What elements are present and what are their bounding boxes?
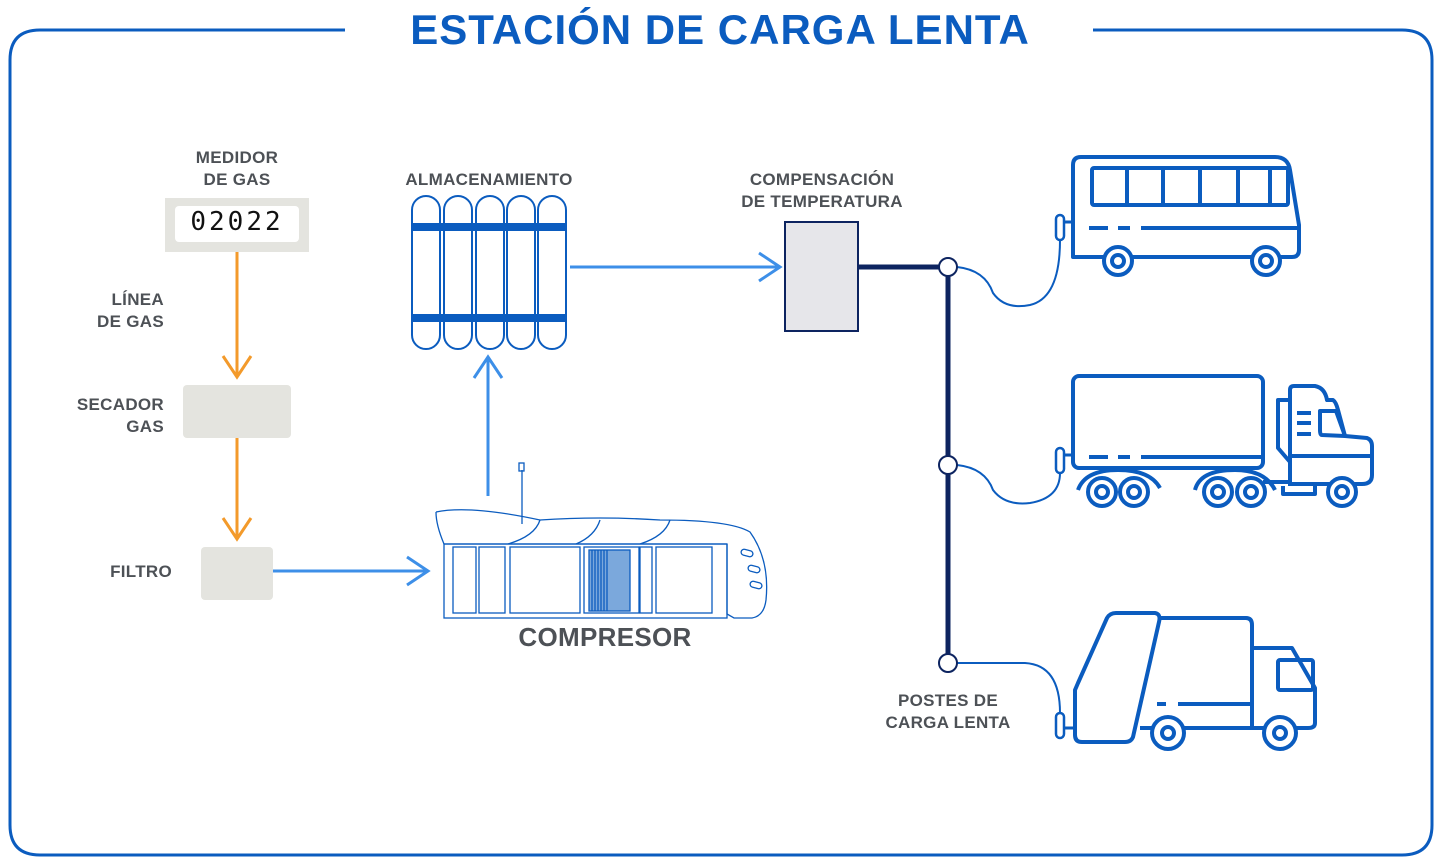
gas-line — [221, 252, 253, 542]
gas-meter — [165, 198, 309, 252]
charging-posts-label: POSTES DE CARGA LENTA — [885, 690, 1010, 734]
meter-reading: 02022 — [190, 207, 284, 237]
gas-line-label-line1: LÍNEA — [111, 290, 164, 309]
dryer-label: SECADOR GAS — [77, 394, 164, 438]
temperature-compensation-box — [784, 221, 859, 332]
flow-arrows — [273, 251, 783, 587]
compressor-icon — [435, 462, 768, 619]
garbage-truck-icon — [1054, 611, 1317, 751]
dryer-label-line2: GAS — [126, 417, 164, 436]
storage-cylinders — [411, 195, 567, 350]
charging-posts — [938, 257, 958, 673]
filter-label: FILTRO — [110, 562, 172, 581]
frame-border — [8, 28, 1434, 857]
storage-label: ALMACENAMIENTO — [405, 170, 573, 189]
gas-meter-label-line2: DE GAS — [203, 170, 271, 189]
charging-posts-label-line1: POSTES DE — [897, 691, 998, 710]
filter-box — [201, 547, 273, 600]
semi-truck-icon — [1054, 374, 1374, 508]
dryer-box — [183, 385, 291, 438]
charging-posts-label-line2: CARGA LENTA — [885, 713, 1011, 732]
gas-line-label-line2: DE GAS — [97, 312, 164, 331]
charging-cables — [956, 239, 1061, 714]
temperature-compensation-label-line1: COMPENSACIÓN — [749, 170, 895, 189]
gas-meter-label-line1: MEDIDOR — [195, 148, 279, 167]
temperature-compensation-label: COMPENSACIÓN DE TEMPERATURA — [741, 169, 903, 213]
compressor-label: COMPRESOR — [518, 622, 692, 652]
dryer-label-line1: SECADOR — [76, 395, 164, 414]
temperature-compensation-label-line2: DE TEMPERATURA — [741, 192, 903, 211]
gas-meter-label: MEDIDOR DE GAS — [196, 147, 278, 191]
page-title: ESTACIÓN DE CARGA LENTA — [410, 6, 1030, 53]
gas-line-label: LÍNEA DE GAS — [97, 289, 164, 333]
distribution-line — [858, 264, 951, 663]
bus-icon — [1054, 155, 1301, 277]
